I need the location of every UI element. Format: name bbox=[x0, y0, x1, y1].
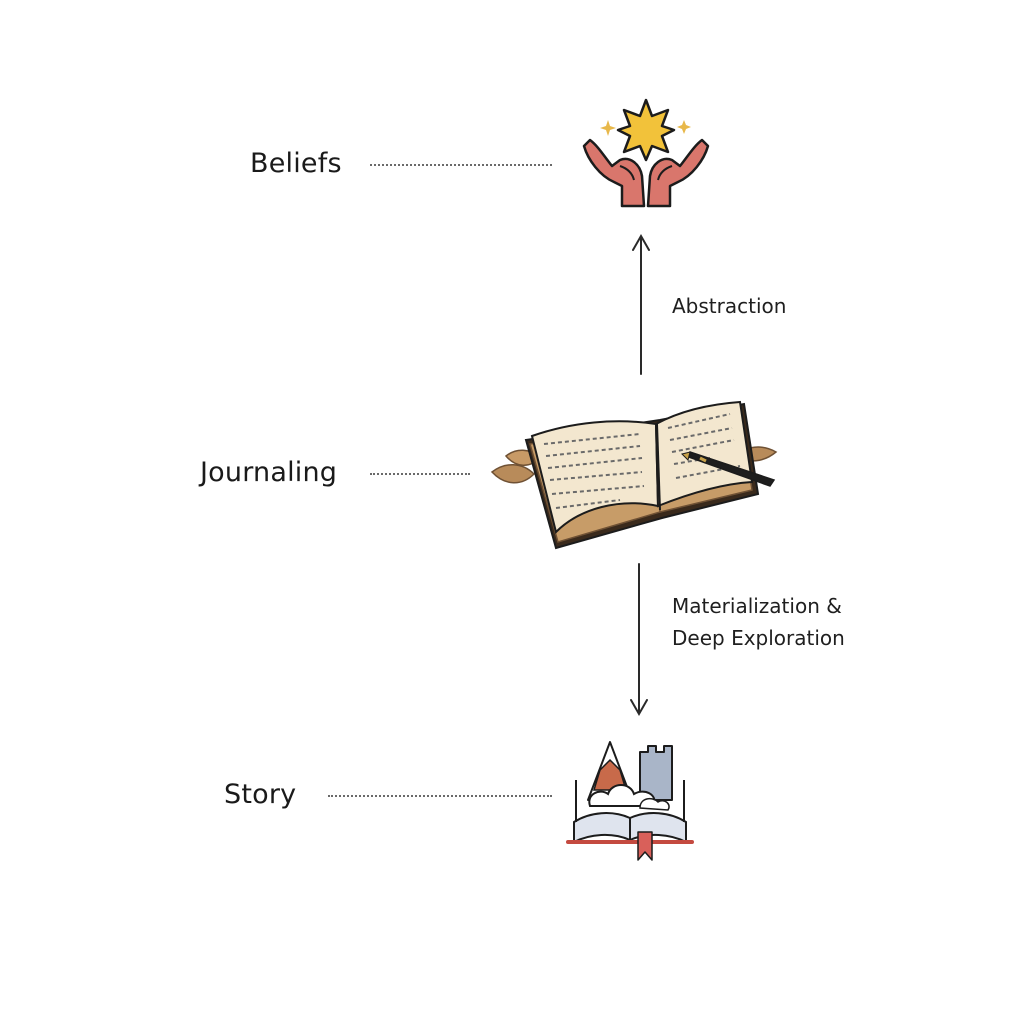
arrow-abstraction bbox=[632, 233, 650, 375]
edge-label-line: Abstraction bbox=[672, 294, 787, 318]
leader-line-beliefs bbox=[370, 164, 552, 166]
edge-label-materialization: Materialization & Deep Exploration bbox=[672, 590, 845, 654]
hands-star-icon bbox=[582, 98, 710, 208]
leader-line-story bbox=[328, 795, 552, 797]
node-label-beliefs: Beliefs bbox=[250, 148, 342, 179]
node-label-journaling: Journaling bbox=[200, 457, 338, 488]
edge-label-line: Deep Exploration bbox=[672, 626, 845, 650]
edge-label-line: Materialization & bbox=[672, 594, 842, 618]
edge-label-abstraction: Abstraction bbox=[672, 290, 786, 322]
leader-line-journaling bbox=[370, 473, 470, 475]
arrow-materialization bbox=[630, 563, 648, 717]
fountain-pen-icon bbox=[681, 451, 776, 487]
storybook-castle-icon bbox=[566, 741, 694, 861]
node-label-story: Story bbox=[224, 779, 297, 810]
open-book-pen-icon bbox=[490, 400, 778, 550]
